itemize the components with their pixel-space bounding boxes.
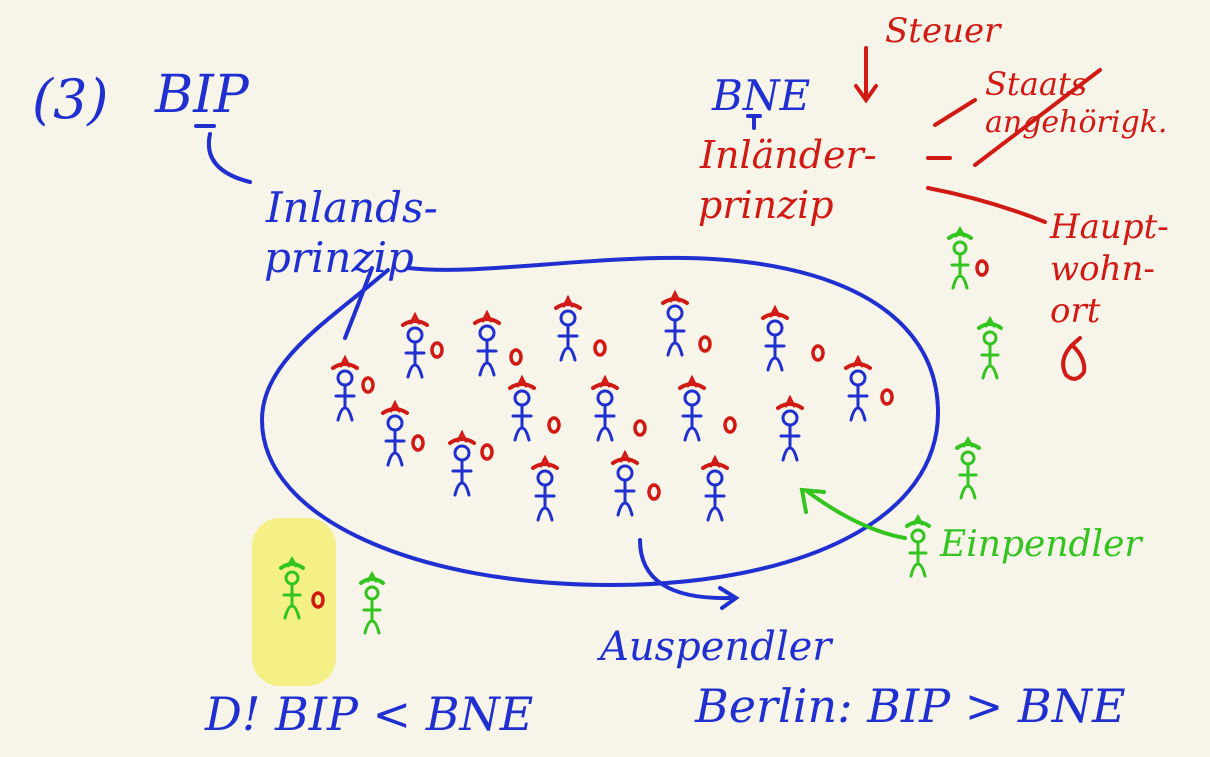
haupt-line1: Haupt- [1049, 207, 1169, 247]
bne-label: BNE [711, 71, 810, 120]
inlands-line1: Inlands- [265, 183, 438, 232]
einpendler-arrowhead [799, 487, 826, 514]
staats-line1: Staats [985, 65, 1087, 103]
inlands-pointer [343, 266, 374, 340]
highlight-marker [252, 518, 336, 686]
connector-staats [926, 98, 977, 160]
bne-marker [746, 114, 762, 130]
auspendler-arrow [638, 538, 732, 601]
connector-haupt [926, 186, 1047, 224]
einpendler-label: Einpendler [939, 524, 1143, 565]
steuer-label: Steuer [885, 11, 1002, 51]
inlaender-line2: prinzip [698, 183, 834, 227]
section-marker: (3) [32, 68, 109, 131]
einpendler-arrow [806, 490, 907, 540]
bip-label: BIP [154, 65, 250, 125]
haupt-line3: ort [1050, 291, 1101, 331]
berlin-formula: Berlin: BIP > BNE [694, 679, 1126, 733]
inlands-line2: prinzip [264, 233, 414, 282]
haupt-check [1061, 336, 1087, 381]
residents-group [331, 291, 894, 522]
auspendler-arrowhead [718, 586, 740, 610]
staats-strike [973, 68, 1102, 167]
einpendler-figure [905, 515, 931, 578]
country-boundary [259, 255, 941, 588]
inlaender-line1: Inländer- [699, 133, 877, 177]
steuer-arrow [854, 46, 878, 104]
outside-residents [947, 227, 1003, 500]
haupt-line2: wohn- [1050, 249, 1155, 289]
auspendler-label: Auspendler [596, 624, 834, 670]
de-formula: D! BIP < BNE [204, 687, 533, 741]
bip-connector [206, 132, 252, 184]
